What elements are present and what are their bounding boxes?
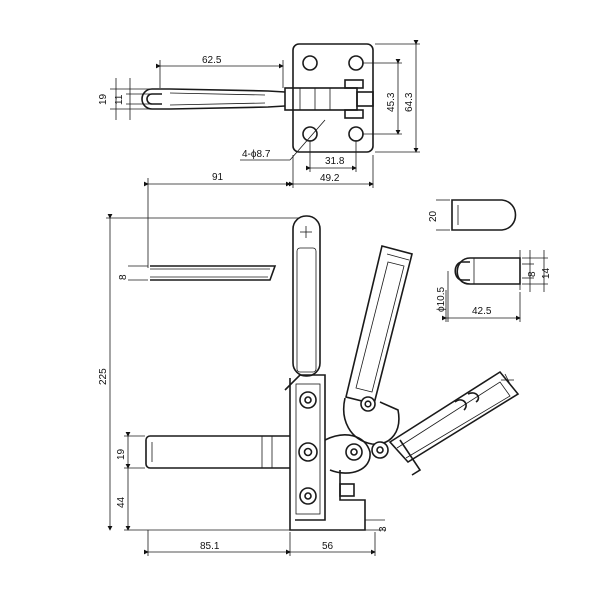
top-view: 62.5 19 11 45.3 64.3 4-ϕ8.7 31.8 49.2 xyxy=(98,40,420,188)
dim-10-5: ϕ10.5 xyxy=(436,286,447,312)
dim-44: 44 xyxy=(116,496,127,508)
dim-91: 91 xyxy=(212,172,224,183)
dim-85-1: 85.1 xyxy=(200,541,220,552)
dim-11-top: 11 xyxy=(114,94,125,105)
handle-bar-detail xyxy=(150,265,277,281)
vertical-handle xyxy=(292,215,321,377)
spindle-cap xyxy=(451,199,517,231)
dim-8-side: 8 xyxy=(118,274,129,280)
dim-8-spindle: 8 xyxy=(527,271,538,277)
dim-19-side: 19 xyxy=(116,448,127,460)
top-handle xyxy=(141,88,286,110)
dim-42-5: 42.5 xyxy=(472,306,492,317)
mount-hole-tl xyxy=(302,55,318,71)
mount-hole-br xyxy=(348,126,364,142)
dim-31-8: 31.8 xyxy=(325,156,345,167)
spindle-detail: 20 ϕ10.5 8 14 42.5 xyxy=(428,199,552,322)
dim-45-3: 45.3 xyxy=(386,92,397,112)
dim-225: 225 xyxy=(98,368,109,385)
dim-20: 20 xyxy=(428,210,439,222)
top-base-plate xyxy=(292,43,374,153)
side-view: 91 8 225 3 xyxy=(98,172,520,556)
mount-hole-bl xyxy=(302,126,318,142)
dim-49-2: 49.2 xyxy=(320,173,340,184)
dim-holes: 4-ϕ8.7 xyxy=(242,149,271,160)
open-position-handle xyxy=(343,245,413,459)
dim-19-top: 19 xyxy=(98,93,109,105)
dim-62-5: 62.5 xyxy=(202,55,222,66)
open-position-spindle xyxy=(388,370,520,476)
spindle-arm xyxy=(145,435,290,469)
dim-14: 14 xyxy=(541,267,552,279)
mount-hole-tr xyxy=(348,55,364,71)
dim-3: 3 xyxy=(378,526,389,532)
dim-56: 56 xyxy=(322,541,334,552)
dim-64-3: 64.3 xyxy=(404,92,415,112)
